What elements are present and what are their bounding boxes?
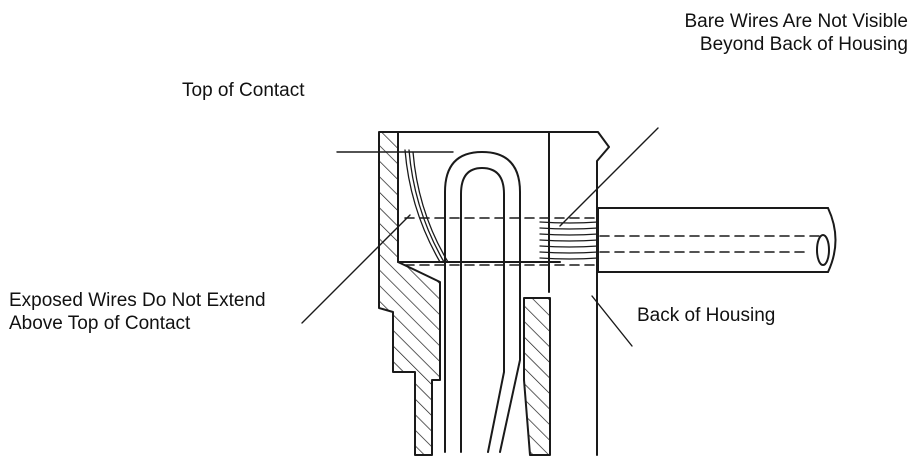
leader-line-back-of-housing bbox=[591, 295, 633, 347]
wire-end bbox=[827, 207, 837, 273]
leader-line-bare-wires bbox=[559, 127, 659, 227]
exposed-wires-label-line1: Exposed Wires Do Not Extend bbox=[9, 290, 266, 311]
bare-wire-strands bbox=[539, 221, 599, 260]
bare-wires-label-line1: Bare Wires Are Not Visible bbox=[684, 11, 908, 32]
top-of-contact-label: Top of Contact bbox=[182, 80, 305, 101]
exposed-wires-label-line2: Above Top of Contact bbox=[9, 313, 191, 334]
exposed-wires-label: Exposed Wires Do Not Extend Above Top of… bbox=[9, 289, 266, 335]
bare-wires-label: Bare Wires Are Not Visible Beyond Back o… bbox=[684, 10, 908, 56]
contact-inner bbox=[460, 167, 505, 453]
bare-wires-label-line2: Beyond Back of Housing bbox=[699, 34, 908, 55]
wire-end-cap bbox=[816, 234, 830, 266]
housing-left-wall bbox=[378, 131, 441, 456]
exposed-wire-strands bbox=[404, 149, 449, 263]
contact-outer bbox=[444, 151, 521, 453]
leader-line-exposed-wires bbox=[301, 214, 411, 324]
back-of-housing-label: Back of Housing bbox=[637, 305, 776, 326]
housing-lower-block bbox=[523, 297, 551, 456]
